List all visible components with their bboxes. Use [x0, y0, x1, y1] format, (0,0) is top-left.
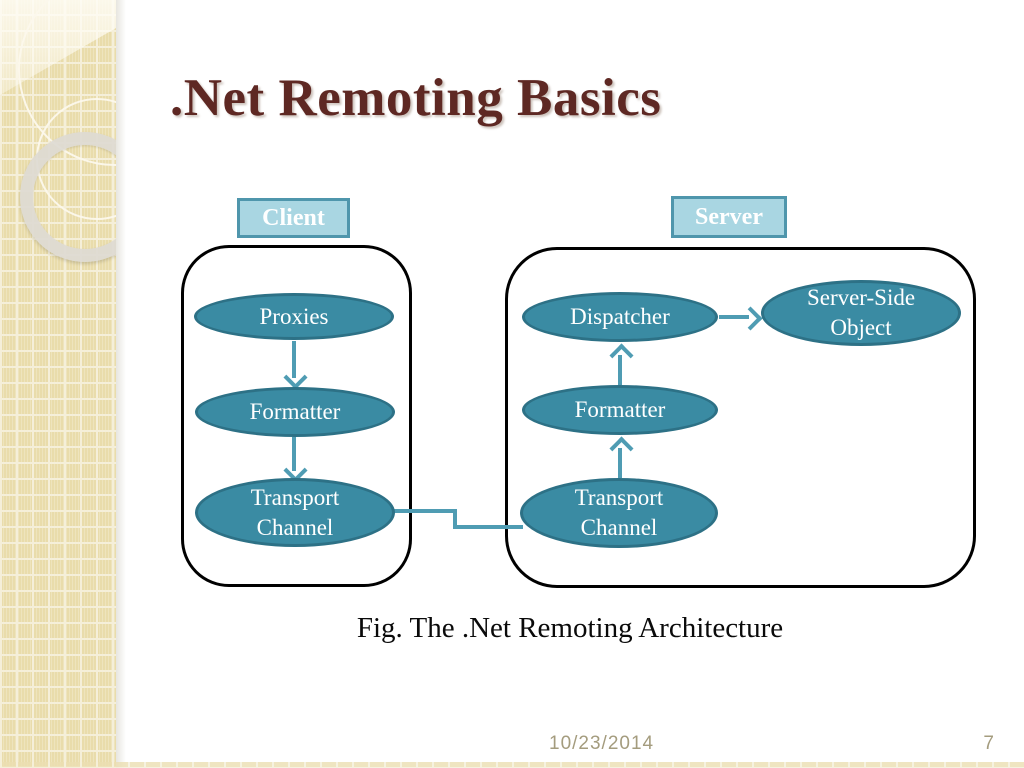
arrow-transport-to-formatter	[618, 448, 622, 478]
node-client-formatter: Formatter	[195, 387, 395, 437]
node-server-side-object-text: Server-Side Object	[806, 285, 916, 340]
node-client-formatter-text: Formatter	[249, 399, 341, 425]
sidebar-edge-fade	[116, 0, 126, 768]
node-dispatcher: Dispatcher	[522, 292, 718, 342]
server-label: Server	[671, 196, 787, 238]
footer-date: 10/23/2014	[549, 733, 655, 754]
connector-transport-horizontal-1	[390, 509, 457, 513]
bottom-texture-strip	[0, 762, 1024, 768]
arrow-dispatcher-to-object	[719, 315, 749, 319]
ring-decoration-icon	[20, 132, 116, 262]
node-server-transport-channel-text: Transport Channel	[574, 485, 664, 540]
node-server-transport-channel: Transport Channel	[520, 478, 718, 548]
node-server-side-object: Server-Side Object	[761, 280, 961, 346]
slide-title: .Net Remoting Basics	[170, 69, 662, 127]
client-group-box	[181, 245, 412, 587]
node-server-formatter: Formatter	[522, 385, 718, 435]
node-dispatcher-text: Dispatcher	[570, 304, 670, 330]
node-server-formatter-text: Formatter	[574, 397, 666, 423]
connector-transport-horizontal-2	[453, 525, 523, 529]
figure-caption: Fig. The .Net Remoting Architecture	[356, 612, 784, 644]
arrow-proxies-to-formatter	[292, 341, 296, 378]
client-label: Client	[237, 198, 350, 238]
page-number: 7	[983, 733, 994, 754]
sidebar-texture	[0, 0, 116, 768]
node-proxies-text: Proxies	[259, 303, 329, 329]
node-client-transport-channel: Transport Channel	[195, 478, 395, 547]
arrow-formatter-to-dispatcher	[618, 355, 622, 385]
node-proxies: Proxies	[194, 293, 394, 340]
connector-transport-vertical	[453, 509, 457, 529]
server-label-text: Server	[695, 203, 763, 230]
arrow-formatter-to-transport	[292, 437, 296, 471]
node-client-transport-channel-text: Transport Channel	[250, 484, 340, 540]
client-label-text: Client	[262, 204, 325, 231]
server-group-box	[505, 247, 976, 588]
